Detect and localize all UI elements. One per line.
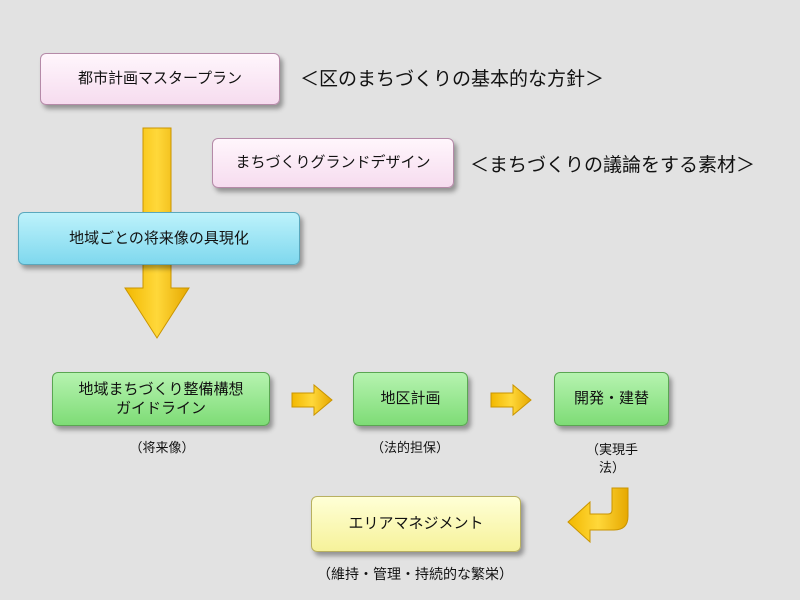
guideline-box: 地域まちづくり整備構想 ガイドライン: [52, 372, 270, 426]
area-management-box: エリアマネジメント: [311, 496, 521, 552]
development-caption-line1: （実現手: [585, 443, 638, 458]
district-plan-label: 地区計画: [380, 389, 441, 408]
master-plan-box: 都市計画マスタープラン: [40, 53, 280, 105]
area-management-caption: （維持・管理・持続的な繁栄）: [317, 567, 513, 583]
guideline-label-line1: 地域まちづくり整備構想: [78, 379, 244, 398]
guideline-label-line2: ガイドライン: [115, 399, 206, 417]
development-label: 開発・建替: [573, 389, 649, 408]
master-plan-note: ＜区のまちづくりの基本的な方針＞: [300, 68, 605, 90]
guideline-caption: （将来像）: [129, 441, 195, 456]
district-plan-caption: （法的担保）: [370, 441, 449, 456]
grand-design-box: まちづくりグランドデザイン: [212, 138, 454, 188]
grand-design-note: ＜まちづくりの議論をする素材＞: [470, 154, 756, 176]
development-box: 開発・建替: [554, 372, 669, 426]
embodiment-box: 地域ごとの将来像の具現化: [18, 212, 300, 265]
grand-design-label: まちづくりグランドデザイン: [235, 153, 431, 172]
master-plan-label: 都市計画マスタープラン: [77, 69, 243, 88]
return-arrow: [567, 487, 629, 544]
district-plan-box: 地区計画: [353, 372, 468, 426]
right-arrow-1: [291, 383, 333, 417]
development-caption-line2: 法）: [598, 461, 625, 477]
area-management-label: エリアマネジメント: [348, 514, 484, 533]
embodiment-label: 地域ごとの将来像の具現化: [69, 228, 249, 247]
development-caption: （実現手 法）: [572, 442, 652, 478]
right-arrow-2: [490, 383, 532, 417]
